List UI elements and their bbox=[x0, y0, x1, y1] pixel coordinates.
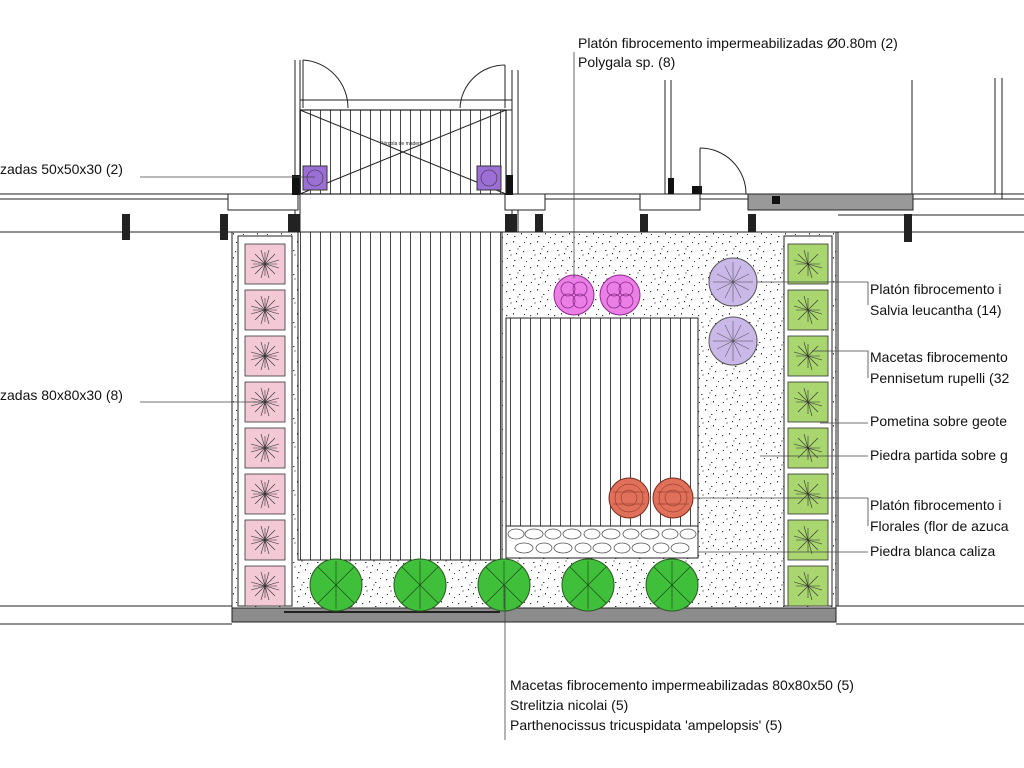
leader-lines bbox=[140, 52, 869, 740]
column-blocks bbox=[122, 175, 914, 244]
right-label-1a: Platón fibrocemento i bbox=[870, 281, 1002, 297]
right-label-5b: Florales (flor de azuca bbox=[870, 518, 1009, 534]
right-label-4: Piedra partida sobre g bbox=[870, 447, 1008, 463]
limestone-stones bbox=[507, 528, 697, 554]
pergola: Pérgola de madera bbox=[299, 109, 507, 195]
right-label-6: Piedra blanca caliza bbox=[870, 543, 996, 559]
right-label-1b: Salvia leucantha (14) bbox=[870, 302, 1002, 318]
right-label-2b: Pennisetum rupelli (32 bbox=[870, 370, 1010, 386]
bottom-label-line2: Strelitzia nicolai (5) bbox=[510, 697, 629, 713]
bottom-label-line3: Parthenocissus tricuspidata 'ampelopsis'… bbox=[510, 717, 783, 733]
left-label-mid: zadas 80x80x30 (8) bbox=[0, 387, 123, 403]
bottom-label-line1: Macetas fibrocemento impermeabilizadas 8… bbox=[510, 677, 854, 693]
right-label-2a: Macetas fibrocemento bbox=[870, 349, 1008, 365]
top-label-line1: Platón fibrocemento impermeabilizadas Ø0… bbox=[578, 35, 898, 51]
right-label-5a: Platón fibrocemento i bbox=[870, 497, 1002, 513]
pergola-label: Pérgola de madera bbox=[380, 141, 423, 147]
left-label-top: zadas 50x50x30 (2) bbox=[0, 161, 123, 177]
top-label-line2: Polygala sp. (8) bbox=[578, 54, 676, 70]
right-label-3: Pometina sobre geote bbox=[870, 413, 1007, 429]
door-swings bbox=[299, 59, 747, 195]
purple-pots bbox=[302, 165, 502, 191]
